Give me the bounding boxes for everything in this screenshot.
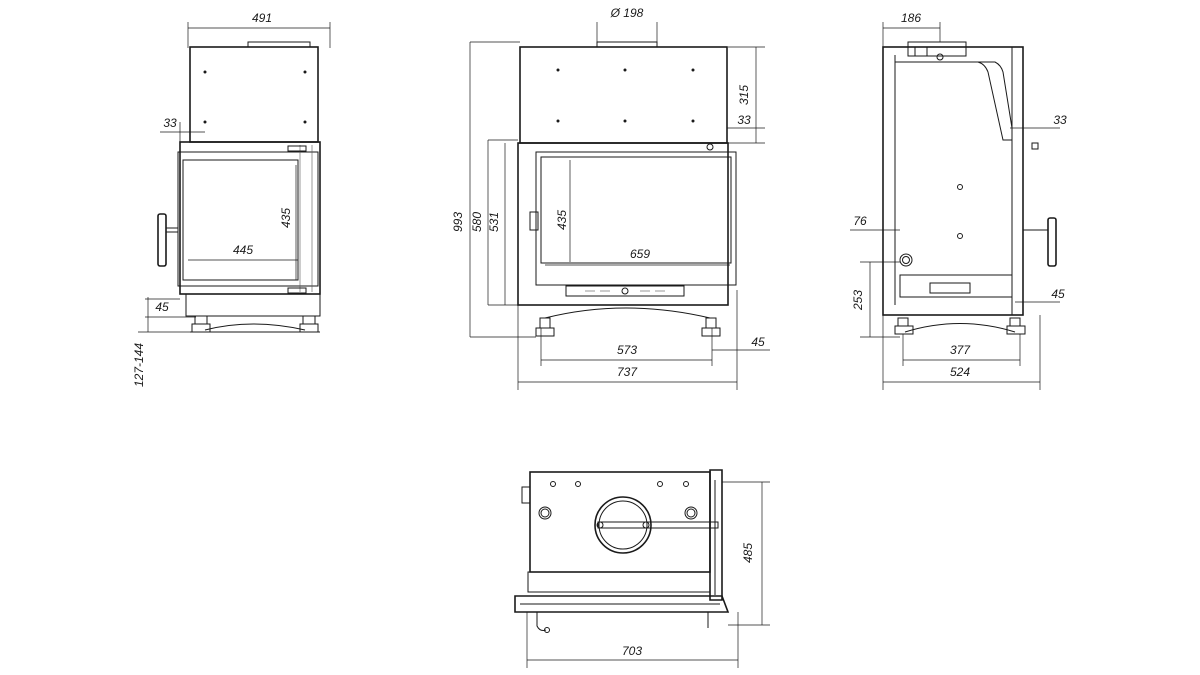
dim-front-glass-width: 445 [233,243,253,257]
side-glass [540,156,732,264]
dim-front-glass-height: 435 [279,208,293,228]
dim-side-door-height: 580 [470,212,484,232]
dim-side-glass-width: 659 [630,247,650,261]
front-collar [247,41,311,48]
top-side-wall [709,469,723,601]
top-damper-rod [597,521,719,529]
right-grate [899,274,1013,298]
dim-side-total-width: 737 [617,365,638,379]
front-rivets [203,70,307,124]
top-front-edge [514,595,730,613]
dim-right-bottom-offset: 45 [1051,287,1065,301]
dim-side-leg-offset: 45 [751,335,765,349]
top-flue-opening [594,496,652,554]
dim-side-inner-height: 531 [487,212,501,232]
front-body [179,141,321,295]
top-view [514,469,770,668]
dim-right-top-width: 186 [901,11,921,25]
dim-side-leg-span: 573 [617,343,637,357]
side-latch [529,211,539,231]
dim-flue-diameter: Ø 198 [610,6,644,20]
side-collar [596,41,658,48]
front-view [138,22,331,333]
front-base-arch [204,323,306,331]
right-handle [1047,217,1057,267]
dim-top-depth: 485 [741,543,755,563]
side-rivets [556,68,695,123]
dim-front-leg-range: 127-144 [132,343,146,387]
side-body [517,142,729,306]
front-upper-box [189,46,319,143]
dim-front-side-offset: 33 [163,116,177,130]
right-baffle [895,61,1012,141]
front-glass [182,159,299,281]
front-base [185,293,321,317]
right-pipe [899,253,913,267]
dim-side-glass-height: 435 [555,210,569,230]
dim-right-side-offset: 33 [1053,113,1067,127]
front-handle [157,213,167,267]
dim-right-leg-span: 377 [950,343,971,357]
dim-front-bottom-offset: 45 [155,300,169,314]
right-body [882,46,1024,316]
top-handle [536,612,547,631]
dim-top-width: 703 [622,644,642,658]
dim-right-pipe-height: 76 [853,214,867,228]
right-top-collar [907,41,967,57]
side-door [535,151,737,286]
dim-right-lower-height: 253 [851,290,865,311]
right-base-arch [904,323,1016,333]
side-view [469,22,770,390]
dim-right-total-width: 524 [950,365,970,379]
dim-side-total-height: 993 [451,212,465,232]
side-grate-slots [585,287,665,295]
front-door [177,151,319,287]
dim-side-top-section: 315 [737,85,751,105]
side-base-arch [544,307,711,319]
dim-front-width: 491 [252,11,272,25]
right-view [850,22,1060,390]
dim-side-top-offset: 33 [737,113,751,127]
side-upper-box [519,46,728,144]
side-grate [565,285,685,297]
